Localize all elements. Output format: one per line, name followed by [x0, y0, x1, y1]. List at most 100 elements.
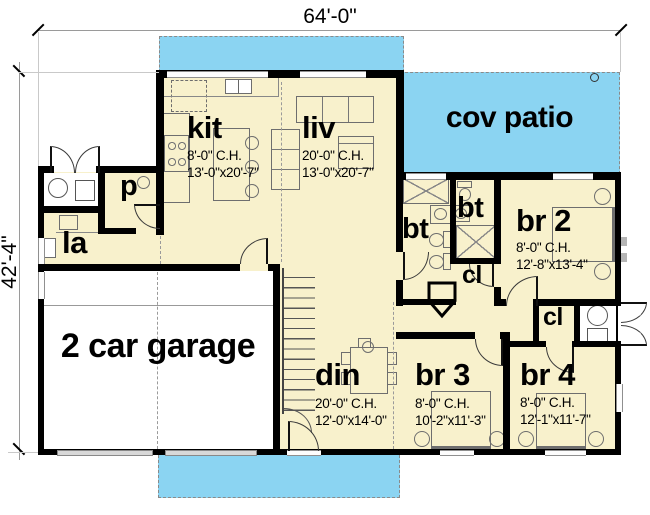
room-label-dining: din	[315, 357, 361, 392]
wall-left	[38, 166, 44, 455]
extension-line	[19, 72, 159, 73]
water-heater	[587, 305, 608, 326]
shutter-mark	[621, 253, 627, 262]
toilet-bowl	[459, 188, 471, 201]
room-size: 10'-2"x11'-3"	[415, 412, 486, 428]
room-label-kitchen: kit	[187, 110, 222, 145]
utility-door-lower	[621, 325, 647, 346]
utility-equipment	[75, 180, 95, 201]
wall-br3-top-a	[396, 332, 475, 339]
kitchen-counter-top	[164, 78, 279, 97]
ceiling-break-line	[393, 302, 394, 449]
room-dims-br2: 8'-0" C.H. 12'-8"x13'-4"	[516, 240, 588, 273]
room-size: 13'-0"x20'-7"	[187, 164, 259, 180]
room-size: 12'-8"x13'-4"	[516, 256, 588, 272]
loveseat	[338, 136, 374, 169]
wall-bottom	[38, 449, 621, 455]
wall-cl2-left	[533, 299, 539, 347]
wall-bath1-left-b	[396, 280, 403, 306]
ceiling-break-line	[281, 82, 282, 262]
wall-br2-left-b	[494, 287, 501, 306]
room-size: 13'-0"x20'-7"	[302, 164, 374, 180]
patio-strip-bottom	[158, 455, 400, 498]
ceiling-height: 8'-0" C.H.	[516, 240, 571, 255]
wall-entry-right	[96, 166, 163, 173]
garage-door-right	[165, 450, 257, 456]
toilet-bowl	[429, 233, 444, 247]
entry-door-right	[75, 146, 100, 173]
room-label-bath2: bt	[457, 192, 484, 224]
room-label-laundry: la	[62, 225, 87, 260]
garage-center-line	[157, 272, 158, 449]
stool	[245, 184, 259, 198]
ceiling-height: 8'-0" C.H.	[415, 396, 470, 411]
dimension-width-label: 64'-0"	[303, 5, 357, 28]
room-label-cov-patio: cov patio	[445, 101, 574, 134]
wall-bath-divider	[450, 176, 456, 262]
sectional-chaise	[271, 129, 300, 190]
wall-living-patio	[396, 70, 404, 180]
shower	[456, 225, 496, 259]
toilet-tank	[457, 181, 472, 188]
sofa	[296, 96, 374, 123]
wall-bath1-left-a	[396, 176, 403, 252]
window-garage	[38, 272, 45, 299]
extension-line	[38, 32, 39, 166]
chair	[358, 338, 371, 348]
nightstand	[414, 431, 430, 447]
wall-br4-top-b	[572, 341, 621, 347]
extension-line	[8, 452, 38, 453]
room-label-closet1: cl	[462, 261, 482, 289]
garage-floor	[44, 271, 273, 449]
bed-br2	[552, 207, 615, 262]
room-label-living: liv	[302, 110, 335, 145]
vanity-sink	[434, 208, 447, 220]
extension-line	[620, 32, 621, 72]
stool	[245, 160, 259, 174]
nightstand	[594, 188, 611, 205]
water-heater	[48, 178, 68, 198]
shower	[403, 178, 449, 204]
wall-br2-bottom-a	[494, 299, 506, 306]
wall-kitchen-left	[156, 70, 164, 235]
ceiling-break-line	[160, 236, 161, 264]
wall-br3-br4-divider	[503, 332, 510, 455]
wall-right-upper	[615, 172, 621, 304]
ceiling-height: 8'-0" C.H.	[187, 148, 242, 163]
bed-br4	[536, 393, 586, 449]
wall-utility1-bottom	[38, 206, 103, 213]
nightstand	[588, 431, 604, 447]
stool	[245, 136, 259, 150]
utility-equipment	[587, 328, 608, 342]
room-label-closet2: cl	[543, 303, 563, 331]
nightstand	[594, 263, 611, 280]
garage-step-line	[44, 305, 273, 306]
room-dims-kitchen: 8'-0" C.H. 13'-0"x20'-7"	[187, 148, 259, 181]
stairs	[282, 268, 315, 414]
room-label-br2: br 2	[516, 203, 571, 238]
wall-bath1-bottom	[396, 299, 456, 305]
window-living	[300, 71, 366, 78]
wall-pantry-bottom	[98, 228, 136, 234]
room-label-bath1: bt	[402, 213, 429, 245]
utility-door-upper	[621, 302, 647, 323]
window-br2	[553, 173, 593, 180]
wall-garage-right	[273, 264, 280, 455]
washer	[59, 215, 78, 230]
room-label-br3: br 3	[415, 357, 470, 392]
room-label-pantry: p	[120, 170, 138, 202]
room-dims-living: 20'-0" C.H. 13'-0"x20'-7"	[302, 148, 374, 181]
room-label-garage: 2 car garage	[60, 327, 256, 365]
patio-column-marker	[590, 73, 599, 82]
window-br4-right	[616, 384, 623, 412]
range	[164, 135, 189, 172]
pantry-sink	[137, 176, 150, 189]
room-dims-br3: 8'-0" C.H. 10'-2"x11'-3"	[415, 396, 486, 429]
wall-cl2-right	[574, 299, 580, 347]
chair	[341, 372, 351, 385]
bed-br3	[431, 391, 491, 449]
room-label-br4: br 4	[520, 357, 575, 392]
wall-br2-left-a	[494, 176, 501, 264]
dimension-line-top	[38, 30, 621, 32]
wall-utility1-right	[98, 166, 105, 234]
